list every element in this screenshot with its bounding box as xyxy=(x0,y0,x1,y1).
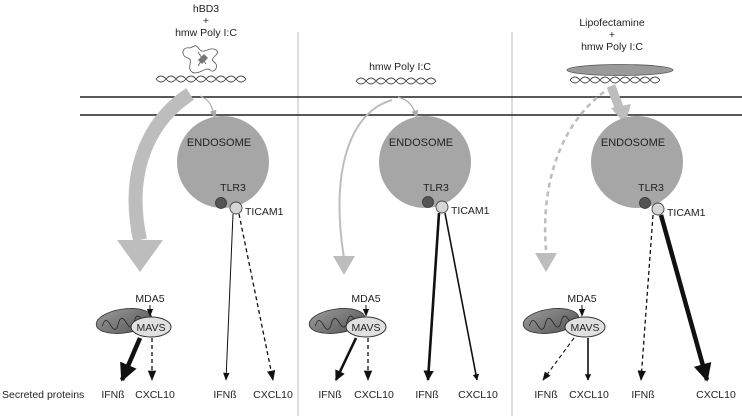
endosome-label: ENDOSOME xyxy=(601,137,665,149)
endosome xyxy=(379,116,471,208)
ticam1-adaptor xyxy=(651,202,665,216)
mavs-label: MAVS xyxy=(571,322,600,334)
panel-1: hBD3 + hmw Poly I:C ENDOSOME TLR3 TICAM1 xyxy=(95,3,293,401)
mda5-label: MDA5 xyxy=(135,293,164,305)
mavs-label: MAVS xyxy=(352,322,381,334)
tlr3-ifnb-arrow xyxy=(637,214,654,382)
cytosolic-entry-arrowhead xyxy=(333,256,355,275)
cytosolic-entry-arrow xyxy=(128,88,194,242)
tlr3-cxcl10-arrow xyxy=(658,214,712,382)
stimulus-label: Lipofectamine xyxy=(579,17,645,29)
stimulus-plus: + xyxy=(609,29,615,41)
stimulus-label-2: hmw Poly I:C xyxy=(581,41,643,53)
mavs-ifnb-arrow xyxy=(334,337,358,381)
tlr3-label: TLR3 xyxy=(638,182,664,194)
panel-2: hmw Poly I:C ENDOSOME TLR3 TICAM1 MDA5 M… xyxy=(308,61,498,401)
mda5-label: MDA5 xyxy=(567,293,596,305)
mda5-label: MDA5 xyxy=(351,293,380,305)
cytosolic-entry-arrowhead xyxy=(535,253,557,272)
cxcl10-tlr3-label: CXCL10 xyxy=(458,389,498,401)
tlr3-label: TLR3 xyxy=(423,182,449,194)
mavs-ifnb-arrow xyxy=(119,337,143,382)
ifnb-mavs-label: IFNß xyxy=(318,389,341,401)
tlr3-ifnb-arrow xyxy=(223,213,234,381)
ticam1-label: TICAM1 xyxy=(451,205,490,217)
endosome-label: ENDOSOME xyxy=(389,137,453,149)
ifnb-tlr3-label: IFNß xyxy=(415,389,438,401)
tlr3-cxcl10-arrow xyxy=(238,213,276,382)
ifnb-tlr3-label: IFNß xyxy=(213,389,236,401)
ticam1-adaptor xyxy=(435,200,449,214)
endosome-entry-arrow xyxy=(199,95,217,119)
cxcl10-tlr3-label: CXCL10 xyxy=(253,389,293,401)
ticam1-adaptor xyxy=(229,201,243,215)
endosome-label: ENDOSOME xyxy=(187,137,251,149)
tlr3-receptor xyxy=(422,196,434,208)
ifnb-mavs-label: IFNß xyxy=(101,389,124,401)
hbd3-core-icon xyxy=(198,54,208,64)
cxcl10-mavs-label: CXCL10 xyxy=(135,389,175,401)
secreted-proteins-label: Secreted proteins xyxy=(2,389,84,401)
tlr3-label: TLR3 xyxy=(220,182,246,194)
endosome xyxy=(177,116,269,208)
stimulus-label: hBD3 xyxy=(193,3,219,15)
mavs-label: MAVS xyxy=(137,322,166,334)
tlr3-receptor xyxy=(639,197,651,209)
tlr3-receptor xyxy=(215,197,227,209)
ticam1-label: TICAM1 xyxy=(667,207,706,219)
tlr3-cxcl10-arrow xyxy=(444,212,480,381)
cxcl10-tlr3-label: CXCL10 xyxy=(696,389,736,401)
cxcl10-mavs-label: CXCL10 xyxy=(354,389,394,401)
tlr3-ifnb-arrow xyxy=(423,212,441,382)
cytosolic-entry-arrow xyxy=(338,99,393,259)
endosome-entry-arrow xyxy=(397,96,419,119)
mavs-ifnb-arrow xyxy=(542,337,575,381)
panel-3: Lipofectamine + hmw Poly I:C ENDOSOME TL… xyxy=(522,17,736,401)
stimulus-label: hmw Poly I:C xyxy=(369,61,431,73)
endosome-entry-arrow xyxy=(606,84,625,112)
cxcl10-mavs-label: CXCL10 xyxy=(569,389,609,401)
mavs-protein xyxy=(564,316,606,338)
mavs-protein xyxy=(130,316,172,338)
ifnb-mavs-label: IFNß xyxy=(534,389,557,401)
ifnb-tlr3-label: IFNß xyxy=(631,389,654,401)
stimulus-plus: + xyxy=(203,15,209,27)
cytosolic-entry-arrowhead xyxy=(117,240,163,272)
dsrna-icon xyxy=(355,77,437,85)
lipofectamine-capsule-icon xyxy=(566,64,674,76)
endosome xyxy=(591,116,683,208)
dsrna-icon xyxy=(569,76,661,84)
mavs-protein xyxy=(345,316,387,338)
ticam1-label: TICAM1 xyxy=(245,206,284,218)
dsrna-icon xyxy=(155,75,247,83)
stimulus-label-2: hmw Poly I:C xyxy=(175,27,237,39)
